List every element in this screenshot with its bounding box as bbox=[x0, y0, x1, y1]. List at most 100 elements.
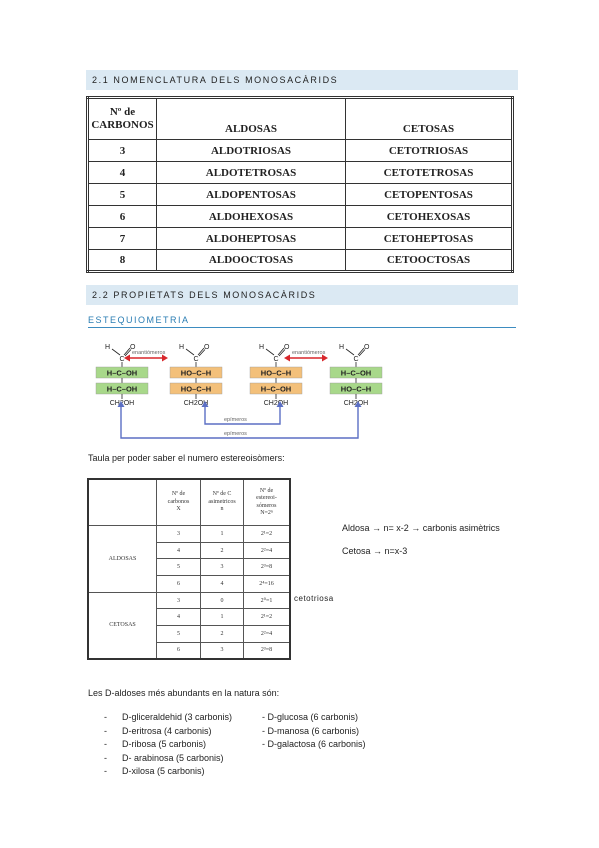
atom-label: O bbox=[284, 344, 290, 351]
cell-aldosa: ALDOPENTOSAS bbox=[156, 183, 346, 206]
hydroxyl-group-label: HO–C–H bbox=[181, 385, 211, 394]
epimer-arrow-outer bbox=[120, 406, 359, 439]
cell-carbonos: 8 bbox=[87, 249, 157, 272]
cell-cetosa: CETOHEXOSAS bbox=[345, 205, 513, 228]
cell-aldosa: ALDOOCTOSAS bbox=[156, 249, 346, 272]
cell-carbonos: 3 bbox=[87, 139, 157, 162]
list-item: -D- arabinosa (5 carbonis) bbox=[104, 752, 232, 766]
cell-estereoisomeros: 2¹=2 bbox=[243, 608, 291, 627]
table-header-row: Nº de CARBONOS ALDOSAS CETOSAS bbox=[87, 97, 513, 140]
atom-label: O bbox=[364, 344, 370, 351]
list-item: - D-manosa (6 carbonis) bbox=[262, 725, 360, 736]
bullet: - bbox=[104, 725, 107, 736]
atom-label: C bbox=[274, 356, 279, 363]
epimers-figure: HOCH–C–OHH–C–OHCH2OHHOCHO–C–HHO–C–HCH2OH… bbox=[95, 344, 383, 439]
list-item-text: D-xilosa (5 carbonis) bbox=[122, 766, 205, 776]
hydroxyl-group-label: H–C–OH bbox=[261, 385, 291, 394]
hydroxyl-group-label: HO–C–H bbox=[341, 385, 371, 394]
table2-header-row: Nº de carbonos X Nº de C asimetricos n N… bbox=[87, 478, 291, 527]
cell-estereoisomeros: 2²=4 bbox=[243, 625, 291, 643]
section-title: 2.1 NOMENCLATURA DELS MONOSACÀRIDS bbox=[92, 75, 339, 85]
ch2oh-label: CH2OH bbox=[344, 400, 369, 407]
cell-carbonos: 6 bbox=[156, 575, 201, 593]
atom-label: O bbox=[130, 344, 136, 351]
cell-cetosa: CETOTETROSAS bbox=[345, 161, 513, 184]
cell-asimetricos: 1 bbox=[200, 525, 244, 543]
cell-carbonos: 4 bbox=[87, 161, 157, 184]
list-item: - D-glucosa (6 carbonis) bbox=[262, 712, 359, 722]
cell-carbonos: 5 bbox=[87, 183, 157, 206]
cell-estereoisomeros: 2⁴=16 bbox=[243, 575, 291, 593]
bullet: - bbox=[104, 739, 107, 749]
list-item: - D-gliceraldehid (3 carbonis) bbox=[104, 711, 232, 725]
subsection-title: ESTEQUIOMETRIA bbox=[88, 315, 190, 325]
hydroxyl-group-label: HO–C–H bbox=[181, 369, 211, 378]
bullet: - bbox=[104, 712, 107, 722]
cell-cetosa: CETOOCTOSAS bbox=[345, 249, 513, 272]
ch2oh-label: CH2OH bbox=[264, 400, 289, 407]
atom-label: H bbox=[259, 344, 264, 351]
cell-aldosa: ALDOTETROSAS bbox=[156, 161, 346, 184]
cell-asimetricos: 0 bbox=[200, 591, 244, 610]
cell-asimetricos: 1 bbox=[200, 608, 244, 627]
enantiomers-label-2: enantiómeros bbox=[292, 350, 326, 356]
col-header-carbonos: Nº de CARBONOS bbox=[87, 97, 157, 140]
cell-carbonos: 6 bbox=[87, 205, 157, 228]
abundant-aldoses-intro: Les D-aldoses més abundants en la natura… bbox=[88, 688, 280, 698]
cell-carbonos: 6 bbox=[156, 641, 201, 660]
atom-label: H bbox=[179, 344, 184, 351]
list-item: - D-galactosa (6 carbonis) bbox=[262, 739, 366, 749]
cell-cetosa: CETOPENTOSAS bbox=[345, 183, 513, 206]
cell-carbonos: 5 bbox=[156, 625, 201, 643]
enantiomer-arrow-2 bbox=[284, 354, 328, 362]
cell-aldosa: ALDOHEXOSAS bbox=[156, 205, 346, 228]
epimer-arrow-inner bbox=[204, 406, 281, 425]
hydroxyl-group-label: H–C–OH bbox=[341, 369, 371, 378]
side-note-cetotriosa: cetotriosa bbox=[294, 594, 334, 603]
cell-carbonos: 4 bbox=[156, 608, 201, 627]
atom-label: C bbox=[354, 356, 359, 363]
section-header-nomenclatura: 2.1 NOMENCLATURA DELS MONOSACÀRIDS bbox=[86, 70, 518, 90]
group-label: CETOSAS bbox=[87, 591, 157, 660]
epimers-label-1: epímeros bbox=[224, 417, 247, 423]
aldoses-list-left: -D-gliceraldehid (3 carbonis)-D-eritrosa… bbox=[104, 711, 232, 779]
cell-cetosa: CETOHEPTOSAS bbox=[345, 227, 513, 250]
cell-estereoisomeros: 2³=8 bbox=[243, 641, 291, 660]
enantiomer-arrow-1 bbox=[124, 354, 168, 362]
cell-estereoisomeros: 2⁰=1 bbox=[243, 591, 291, 610]
hydroxyl-group-label: H–C–OH bbox=[107, 385, 137, 394]
cell-estereoisomeros: 2¹=2 bbox=[243, 525, 291, 543]
cell-asimetricos: 3 bbox=[200, 641, 244, 660]
atom-label: H bbox=[105, 344, 110, 351]
group-label: ALDOSAS bbox=[87, 525, 157, 593]
list-item-text: D-ribosa (5 carbonis) bbox=[122, 739, 207, 749]
aldosa-rule: Aldosa → n= x-2 → carbonis asimètrics bbox=[342, 523, 500, 533]
cell-aldosa: ALDOHEPTOSAS bbox=[156, 227, 346, 250]
cell-carbonos: 3 bbox=[156, 591, 201, 610]
cell-carbonos: 5 bbox=[156, 558, 201, 577]
col-header-asimetricos: Nº de C asimetricos n bbox=[200, 478, 244, 527]
list-item-text: D-gliceraldehid (3 carbonis) bbox=[122, 712, 233, 722]
list-item: - D-ribosa (5 carbonis) bbox=[104, 738, 232, 752]
cell-aldosa: ALDOTRIOSAS bbox=[156, 139, 346, 162]
cell-estereoisomeros: 2³=8 bbox=[243, 558, 291, 577]
cell-asimetricos: 3 bbox=[200, 558, 244, 577]
stereo-intro-text: Taula per poder saber el numero estereoi… bbox=[88, 453, 285, 463]
epimers-label-2: epímeros bbox=[224, 431, 247, 437]
list-item: -D-xilosa (5 carbonis) bbox=[104, 765, 232, 779]
col-header-cetosas: CETOSAS bbox=[345, 97, 513, 140]
cell-asimetricos: 2 bbox=[200, 541, 244, 560]
ch2oh-label: CH2OH bbox=[184, 400, 209, 407]
cell-asimetricos: 4 bbox=[200, 575, 244, 593]
col-header-estereoisomeros: Nº de estereoi- sómeros N=2ⁿ bbox=[243, 478, 291, 527]
